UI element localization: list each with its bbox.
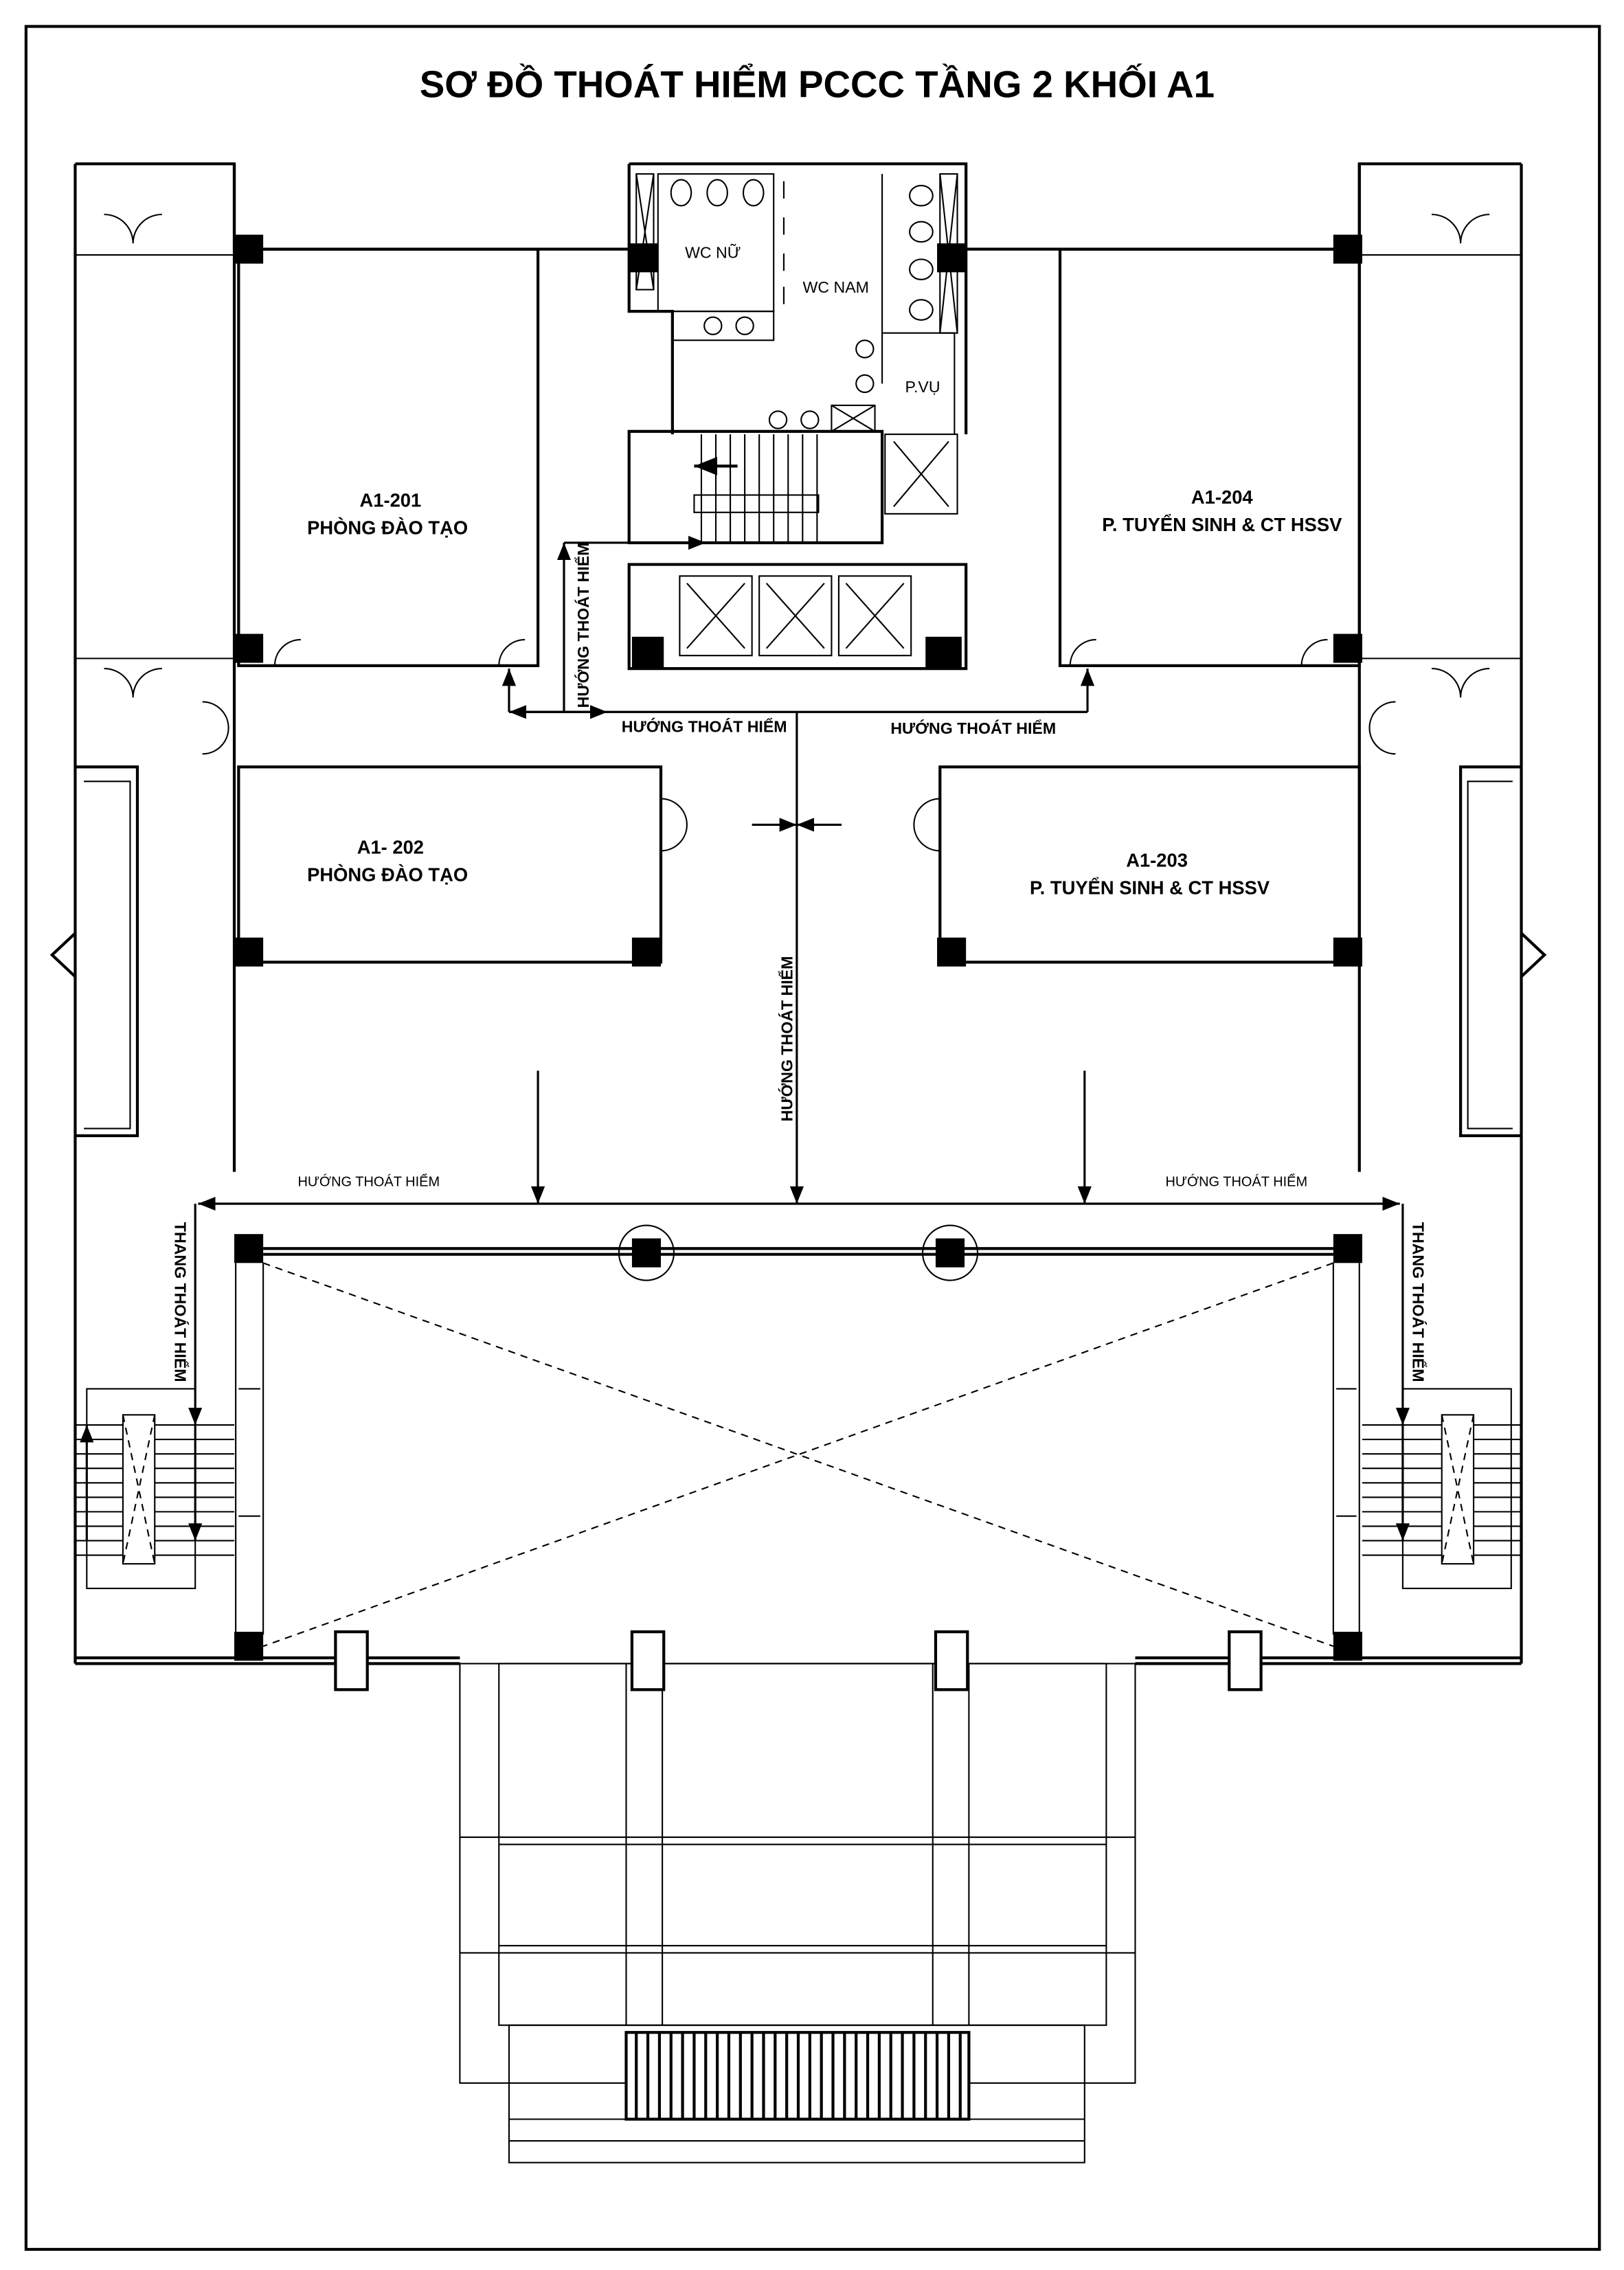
plan-title: SƠ ĐỒ THOÁT HIỂM PCCC TẦNG 2 KHỐI A1 — [420, 63, 1215, 106]
evacuation-arrows — [80, 535, 1410, 1541]
exit-label-stair-left: THANG THOÁT HIỂM — [172, 1222, 190, 1382]
entrance-steps — [624, 2031, 971, 2121]
room-a1-202: A1- 202 PHÒNG ĐÀO TẠO — [237, 765, 663, 964]
doors — [104, 214, 1490, 852]
wc-male-label: WC NAM — [803, 278, 869, 296]
service-core: WC NỮ WC NAM P.VỤ — [627, 162, 968, 671]
central-hall — [235, 1247, 1360, 1648]
exit-label-core-vertical: HƯỚNG THOÁT HIỂM — [574, 543, 592, 708]
room-a1-204: A1-204 P. TUYỂN SINH & CT HSSV — [1058, 247, 1361, 668]
exit-label-hall-left: HƯỚNG THOÁT HIỂM — [297, 1174, 440, 1190]
exit-label-lobby-vertical: HƯỚNG THOÁT HIỂM — [778, 956, 796, 1122]
room-a1-203: A1-203 P. TUYỂN SINH & CT HSSV — [938, 765, 1361, 964]
utility-room-label: P.VỤ — [905, 378, 940, 396]
svg-text:A1-204: A1-204 — [1191, 486, 1254, 508]
stair-left — [75, 1388, 235, 1589]
svg-text:P. TUYỂN SINH & CT HSSV: P. TUYỂN SINH & CT HSSV — [1102, 514, 1342, 535]
exit-label-corridor-left: HƯỚNG THOÁT HIỂM — [622, 717, 787, 736]
svg-text:P. TUYỂN SINH & CT HSSV: P. TUYỂN SINH & CT HSSV — [1030, 877, 1270, 899]
exit-label-corridor-right: HƯỚNG THOÁT HIỂM — [890, 719, 1056, 737]
structural-columns — [234, 234, 1362, 1661]
svg-text:A1-203: A1-203 — [1126, 850, 1188, 871]
exit-label-stair-right: THANG THOÁT HIỂM — [1410, 1222, 1428, 1382]
page-border — [24, 25, 1601, 2251]
stair-right — [1362, 1388, 1522, 1589]
svg-text:PHÒNG ĐÀO TẠO: PHÒNG ĐÀO TẠO — [307, 517, 468, 538]
svg-text:A1- 202: A1- 202 — [357, 837, 424, 858]
wc-female-label: WC NỮ — [685, 243, 741, 261]
room-a1-201: A1-201 PHÒNG ĐÀO TẠO — [237, 247, 540, 668]
building-walls — [49, 162, 1547, 1665]
svg-text:PHÒNG ĐÀO TẠO: PHÒNG ĐÀO TẠO — [307, 864, 468, 886]
exit-label-hall-right: HƯỚNG THOÁT HIỂM — [1165, 1174, 1307, 1190]
svg-text:A1-201: A1-201 — [360, 489, 422, 510]
